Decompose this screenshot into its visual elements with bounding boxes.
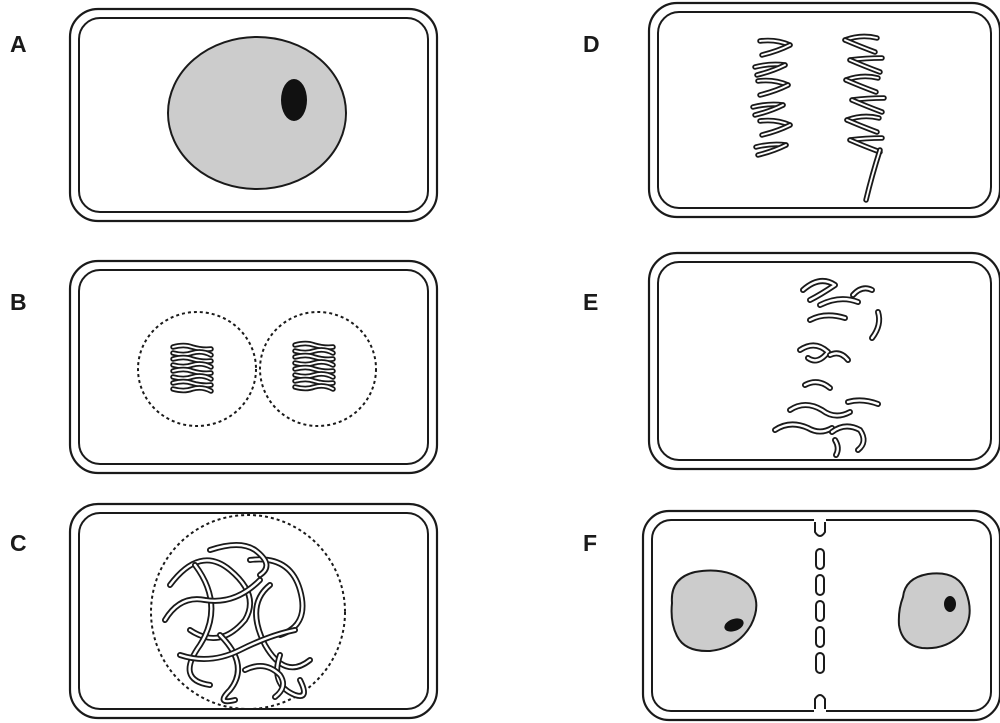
cell-wall-e <box>649 253 1000 469</box>
cell-c <box>70 504 437 718</box>
cleavage-notch-bottom <box>815 695 825 711</box>
cell-a <box>70 9 437 221</box>
cell-b <box>70 261 437 473</box>
cell-d <box>649 3 1000 217</box>
nucleus-a <box>168 37 346 189</box>
cell-e <box>649 253 1000 469</box>
cell-wall-d <box>649 3 1000 217</box>
daughter-nucleus-right <box>899 573 970 648</box>
cell-f <box>643 511 1000 720</box>
cell-plate <box>816 549 824 673</box>
nucleolus-a <box>281 79 307 121</box>
cell-wall-b <box>70 261 437 473</box>
nucleolus-right <box>944 596 956 612</box>
cleavage-notch-top <box>815 520 825 536</box>
